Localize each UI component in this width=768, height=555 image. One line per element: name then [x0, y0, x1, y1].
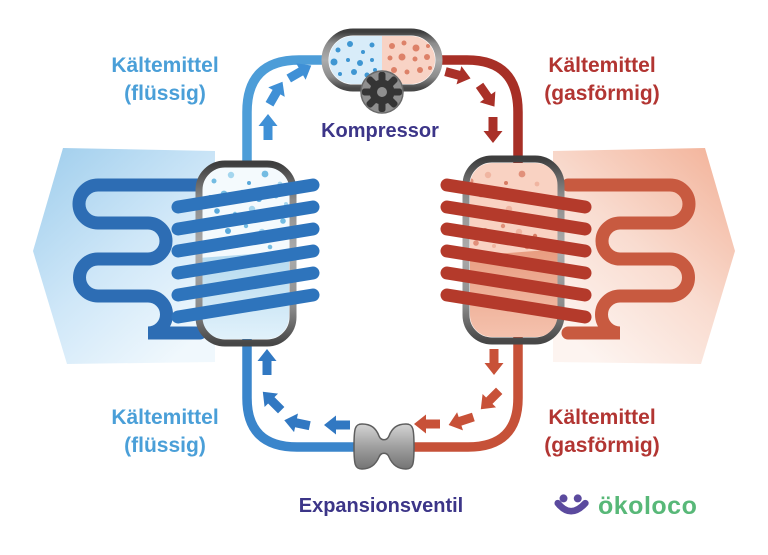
label-refrigerant-gas-top: Kältemittel (gasförmig)	[492, 52, 712, 108]
refrigerant-pipes	[242, 55, 523, 452]
pipe-valve-to-evaporator	[242, 330, 362, 452]
expansion-valve	[353, 423, 415, 470]
compressor	[321, 28, 443, 114]
label-line: (gasförmig)	[544, 434, 660, 457]
pipe-evaporator-to-compressor	[242, 55, 336, 178]
label-line: Kältemittel	[548, 54, 656, 77]
brand-name: ökoloco	[598, 491, 698, 520]
condenser-tank	[440, 155, 592, 345]
evaporator-coil-bands	[171, 178, 320, 324]
compressor-dots-red	[387, 40, 432, 75]
label-compressor: Kompressor	[321, 120, 439, 142]
label-expansion-valve: Expansionsventil	[298, 495, 464, 517]
label-line: (flüssig)	[124, 82, 206, 105]
right-serpentine-coil	[561, 178, 696, 340]
gear-icon	[360, 70, 404, 114]
label-line: (gasförmig)	[544, 82, 660, 105]
label-line: Kältemittel	[548, 406, 656, 429]
left-serpentine-coil	[72, 178, 207, 340]
compressor-dots-blue	[330, 41, 377, 78]
brand-logo: ökoloco	[554, 487, 697, 525]
label-line: Kältemittel	[111, 54, 219, 77]
condenser-coil-bands	[440, 178, 592, 324]
label-refrigerant-liquid-bottom: Kältemittel (flüssig)	[55, 404, 275, 460]
label-line: (flüssig)	[124, 434, 206, 457]
label-refrigerant-gas-bottom: Kältemittel (gasförmig)	[492, 404, 712, 460]
pipe-condenser-to-valve	[406, 330, 523, 452]
evaporator-tank	[171, 160, 320, 347]
label-refrigerant-liquid-top: Kältemittel (flüssig)	[55, 52, 275, 108]
pipe-compressor-to-condenser	[428, 55, 523, 178]
smiley-icon	[554, 494, 589, 515]
label-line: Kältemittel	[111, 406, 219, 429]
